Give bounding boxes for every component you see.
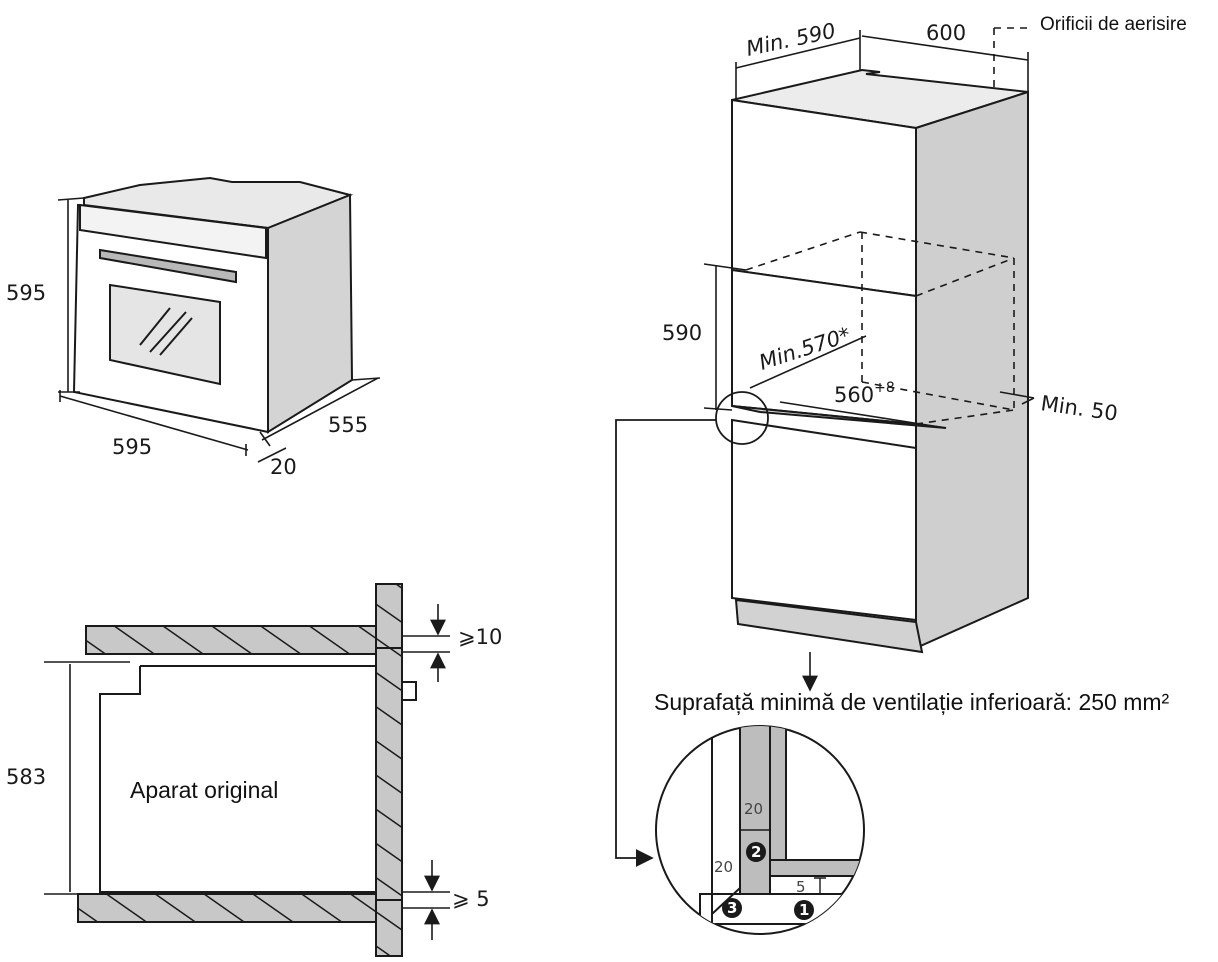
cabinet-right-side [915,90,1029,650]
detail-shelf [769,859,864,877]
section-drawing [77,583,417,957]
detail-side-panel [739,726,771,921]
detail-dim-c: 5 [796,878,806,896]
detail-dim-b: 20 [714,858,733,876]
detail-badge-3 [722,898,742,918]
oven-drawing [72,176,354,434]
glass-reflection [139,307,171,346]
cabinet-dimension-lines [703,30,1035,692]
detail-back-panel [769,726,787,861]
detail-badge-2 [746,842,766,862]
top-shelf [85,625,377,655]
bottom-shelf [77,893,377,923]
appliance-label: Aparat original [130,777,278,803]
oven-side-face [267,193,354,434]
oven-width-label: 595 [112,435,152,459]
appliance-outline [99,647,403,901]
badge-2-text: 2 [751,843,761,861]
plinth [734,598,924,654]
glass-reflection [149,311,187,353]
oven-door-handle [99,248,237,284]
oven-door-label: 20 [270,455,297,479]
niche-width-label: 560+8 [834,380,895,407]
detail-badge-1 [794,900,814,920]
oven-depth-label: 555 [328,413,368,437]
glass-reflection [159,317,193,356]
oven-control-panel [79,203,267,260]
oven-dimension-lines [57,197,381,463]
top-gap-label: ⩾10 [458,625,502,649]
cabinet-depth-label: 600 [926,21,966,45]
lower-cabinet-front [731,418,917,622]
section-dimension-lines [44,604,450,940]
upper-cabinet-front [731,98,917,298]
bottom-vent-note: Suprafață minimă de ventilație inferioar… [654,689,1170,715]
oven-height-label: 595 [6,281,46,305]
section-height-label: 583 [6,765,46,789]
detail-dim-a: 20 [744,800,763,818]
badge-3-text: 3 [727,899,737,917]
niche-hidden-edges [745,27,1030,425]
front-wall [375,583,403,957]
niche-height-label: 590 [662,321,702,345]
detail-leader [615,391,769,867]
appliance-knob [401,681,417,701]
min-side-label: Min. 50 [1039,391,1119,426]
cabinet-drawing [731,68,1029,654]
bottom-gap-label: ⩾ 5 [452,887,490,911]
vent-legend-label: Orificii de aerisire [1040,14,1187,35]
detail-view: 20 20 5 2 3 1 [655,725,865,935]
badge-1-text: 1 [799,901,809,919]
